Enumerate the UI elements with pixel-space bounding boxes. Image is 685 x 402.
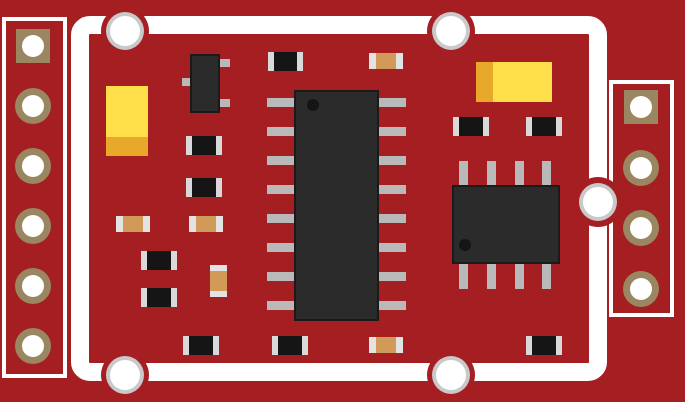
op-amp-top-pins (459, 161, 551, 189)
op-amp-body (452, 185, 560, 264)
left-header-pins (15, 29, 51, 364)
smd-resistor (272, 336, 308, 355)
header-pin (15, 88, 51, 124)
header-pin (623, 150, 659, 186)
left-header-silkscreen (2, 17, 67, 378)
main-ic-right-pins (376, 98, 406, 310)
smd-capacitor (369, 53, 403, 69)
header-pin (15, 148, 51, 184)
mount-hole (427, 351, 475, 399)
smd-capacitor-vertical (210, 265, 227, 297)
smd-resistor (268, 52, 303, 71)
smd-resistor (186, 178, 222, 197)
header-pin (15, 328, 51, 364)
header-pin (15, 268, 51, 304)
main-ic (267, 90, 406, 321)
transistor (182, 54, 230, 113)
tantalum-capacitor (476, 62, 552, 102)
mount-hole (573, 177, 623, 227)
main-ic-left-pins (267, 98, 297, 310)
smd-capacitor (116, 216, 150, 232)
header-pin (623, 210, 659, 246)
op-amp-ic (452, 161, 560, 289)
smd-resistor (183, 336, 219, 355)
mount-hole (427, 7, 475, 55)
smd-capacitor (369, 337, 403, 353)
smd-resistor (141, 288, 177, 307)
op-amp-pin1-dot (459, 239, 471, 251)
tantalum-capacitor (106, 86, 148, 156)
mount-hole (101, 7, 149, 55)
header-pin (15, 208, 51, 244)
smd-resistor (526, 117, 562, 136)
smd-resistor (526, 336, 562, 355)
header-pin (623, 271, 659, 307)
smd-capacitor (189, 216, 223, 232)
smd-resistor (186, 136, 222, 155)
mount-hole (101, 351, 149, 399)
smd-resistor (453, 117, 489, 136)
smd-resistor (141, 251, 177, 270)
main-ic-pin1-dot (307, 99, 319, 111)
main-ic-body (294, 90, 379, 321)
op-amp-bottom-pins (459, 261, 551, 289)
right-header-pins (623, 90, 659, 307)
